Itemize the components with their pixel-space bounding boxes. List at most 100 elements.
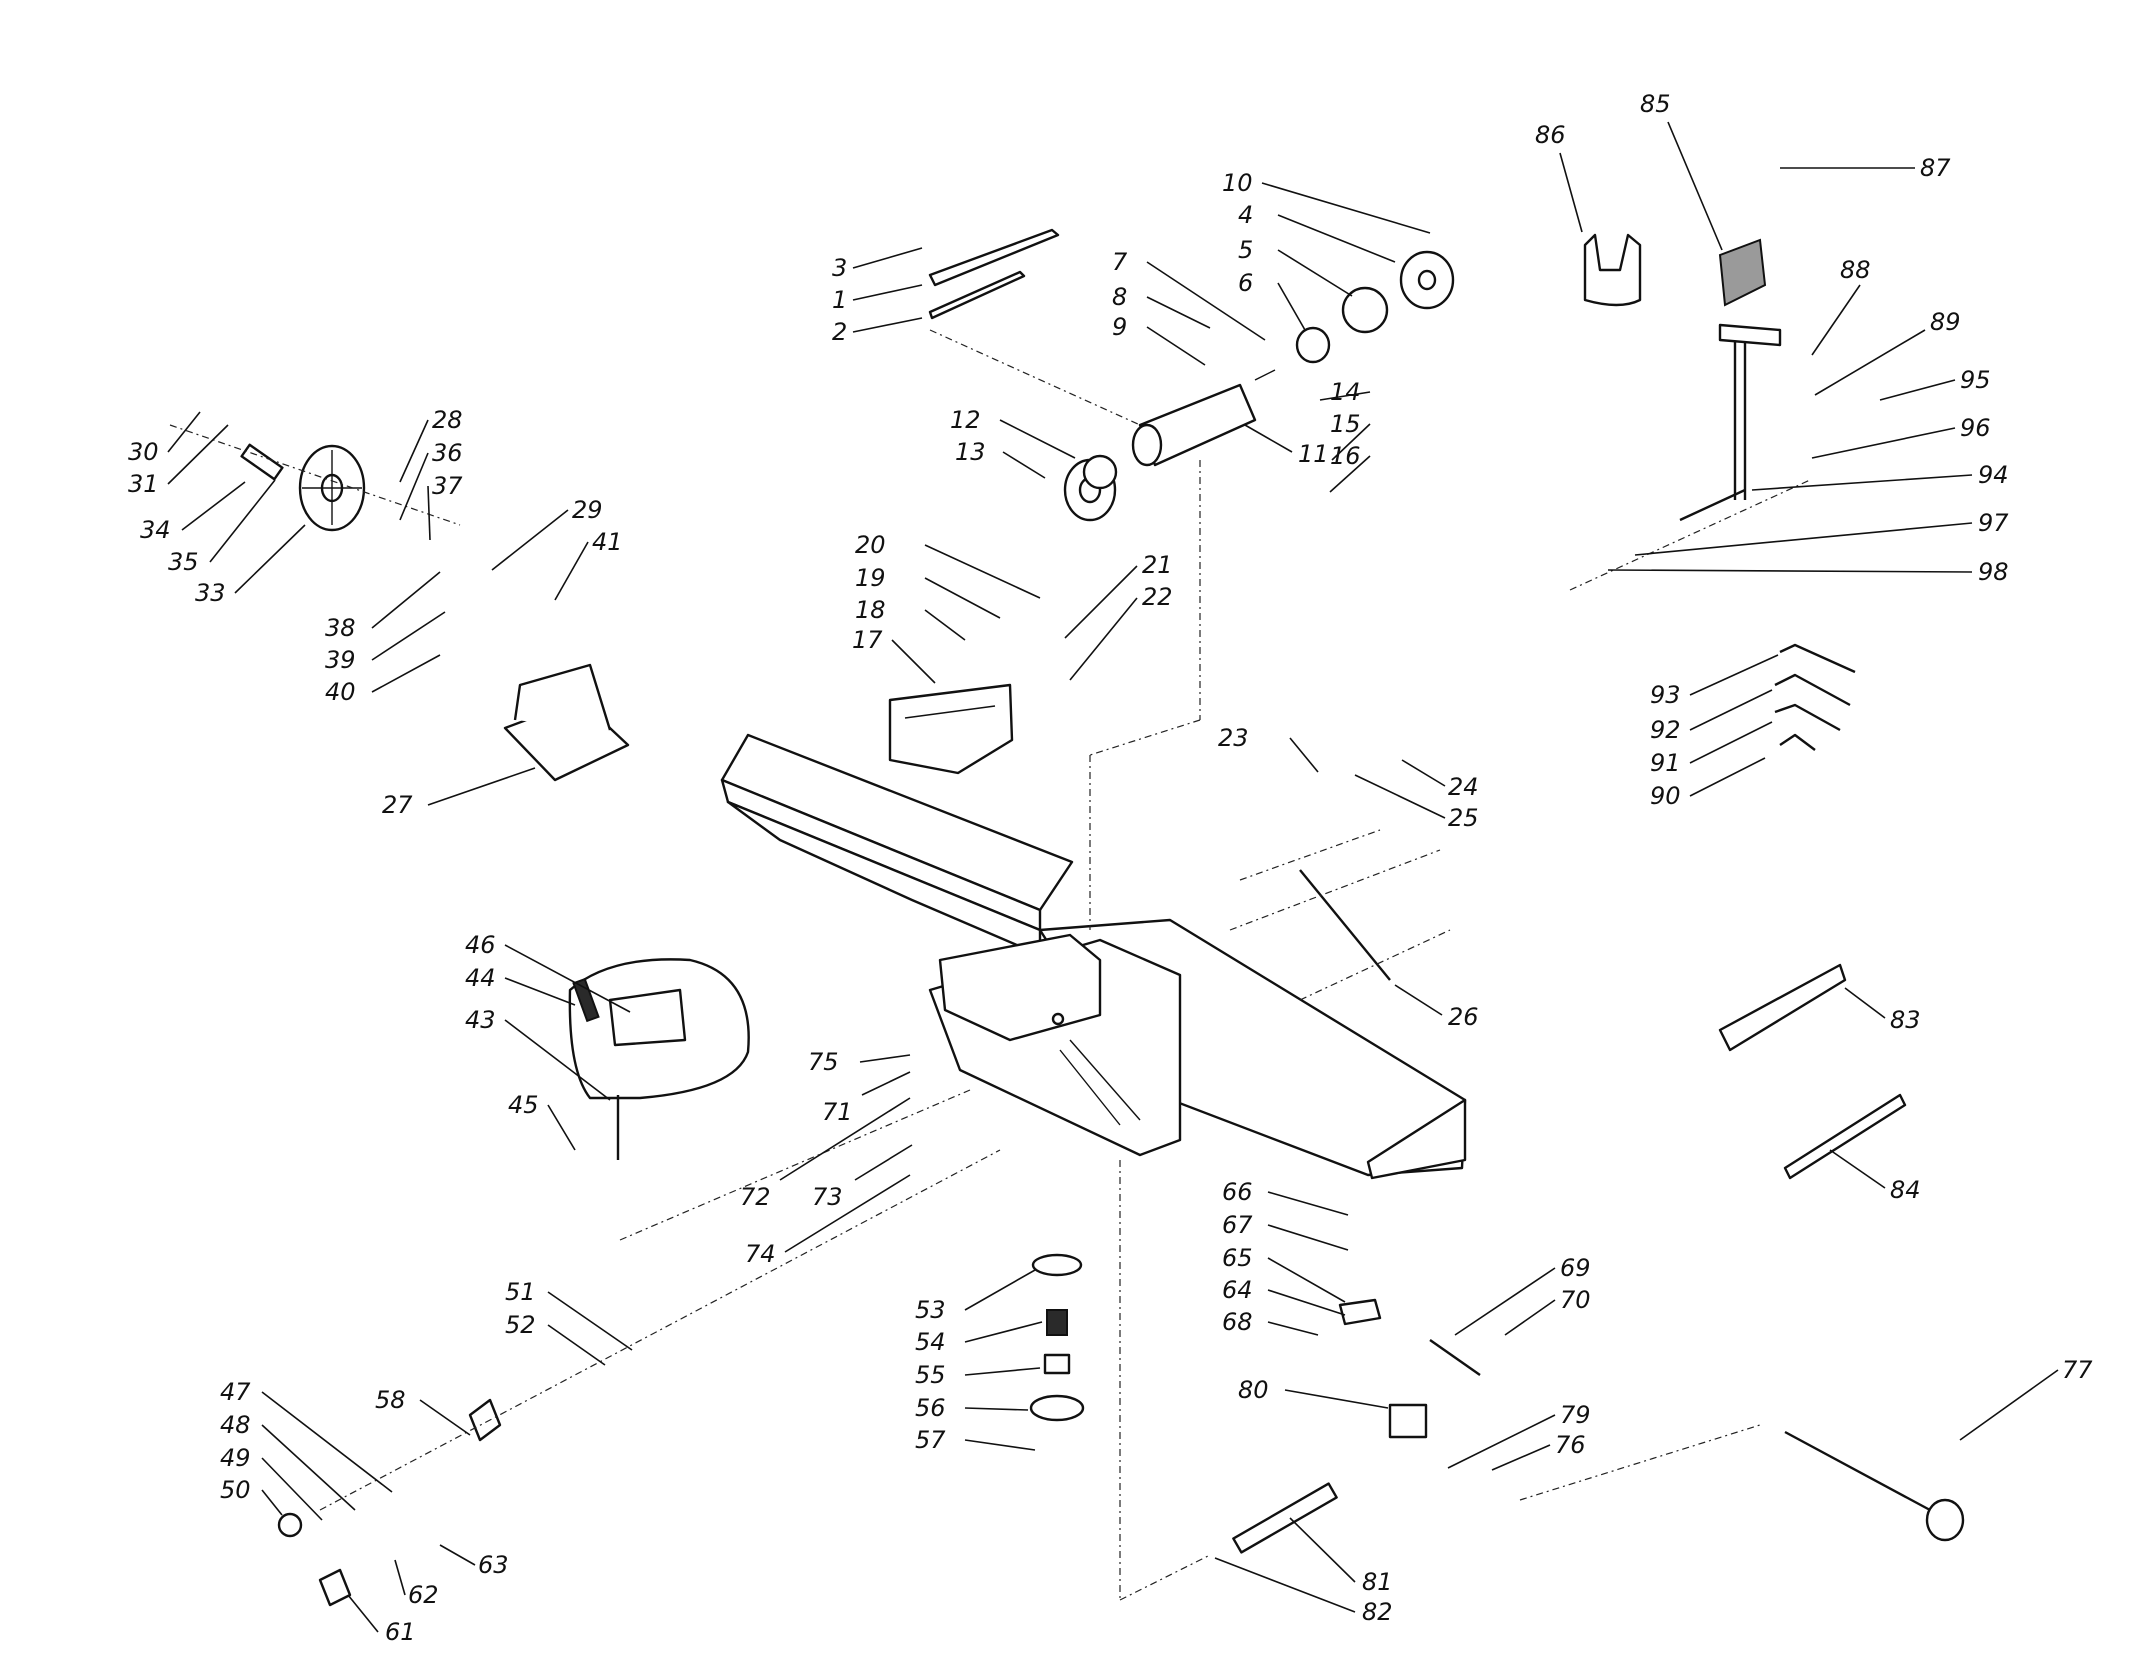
- label-13-text: 13: [955, 438, 986, 466]
- label-24: 24: [1401, 759, 1479, 801]
- label-47-text: 47: [220, 1378, 251, 1406]
- label-57-text: 57: [915, 1426, 946, 1454]
- label-45: 45: [508, 1091, 576, 1151]
- label-79: 79: [1447, 1401, 1591, 1469]
- label-7: 7: [1112, 248, 1266, 341]
- label-40-text: 40: [325, 678, 356, 706]
- label-92: 92: [1650, 689, 1773, 744]
- label-75-text: 75: [808, 1048, 839, 1076]
- label-81-text: 81: [1362, 1568, 1393, 1596]
- label-93-text: 93: [1650, 681, 1681, 709]
- label-27: 27: [382, 767, 536, 819]
- label-10: 10: [1222, 169, 1431, 234]
- label-72-text: 72: [740, 1183, 771, 1211]
- label-91: 91: [1650, 721, 1773, 777]
- label-5-text: 5: [1238, 236, 1253, 264]
- label-28: 28: [399, 406, 463, 483]
- label-84: 84: [1829, 1149, 1921, 1204]
- label-61: 61: [347, 1594, 416, 1646]
- label-94-text: 94: [1978, 461, 2009, 489]
- label-96: 96: [1811, 414, 1991, 459]
- label-39-text: 39: [325, 646, 356, 674]
- label-25-text: 25: [1448, 804, 1479, 832]
- label-12: 12: [950, 406, 1076, 459]
- label-43-text: 43: [465, 1006, 496, 1034]
- label-34-text: 34: [140, 516, 171, 544]
- label-51-text: 51: [505, 1278, 536, 1306]
- label-58: 58: [375, 1386, 471, 1436]
- label-34: 34: [140, 481, 246, 544]
- label-17-text: 17: [852, 626, 883, 654]
- label-22: 22: [1069, 583, 1173, 681]
- label-63: 63: [439, 1544, 509, 1579]
- label-48-text: 48: [220, 1411, 251, 1439]
- label-63-text: 63: [478, 1551, 509, 1579]
- label-3: 3: [832, 247, 923, 282]
- label-33: 33: [195, 524, 306, 607]
- label-61-text: 61: [385, 1618, 416, 1646]
- label-77-text: 77: [2062, 1356, 2093, 1384]
- label-35-text: 35: [168, 548, 199, 576]
- label-55: 55: [915, 1361, 1041, 1389]
- label-26: 26: [1394, 984, 1479, 1031]
- label-73-text: 73: [812, 1183, 843, 1211]
- label-5: 5: [1238, 236, 1353, 297]
- label-54: 54: [915, 1321, 1043, 1356]
- label-41: 41: [554, 528, 623, 601]
- label-52-text: 52: [505, 1311, 536, 1339]
- label-50-text: 50: [220, 1476, 251, 1504]
- label-86-text: 86: [1535, 121, 1566, 149]
- label-64: 64: [1222, 1276, 1346, 1316]
- label-38: 38: [325, 571, 441, 642]
- label-71-text: 71: [822, 1098, 853, 1126]
- label-77: 77: [1959, 1356, 2093, 1441]
- label-41-text: 41: [592, 528, 623, 556]
- label-84-text: 84: [1890, 1176, 1921, 1204]
- label-14-text: 14: [1330, 378, 1361, 406]
- label-9-text: 9: [1112, 313, 1127, 341]
- label-29-text: 29: [572, 496, 603, 524]
- label-40: 40: [325, 654, 441, 706]
- label-18: 18: [855, 596, 966, 641]
- label-36-text: 36: [432, 439, 463, 467]
- label-1-text: 1: [832, 286, 847, 314]
- label-67-text: 67: [1222, 1211, 1253, 1239]
- label-30: 30: [128, 411, 201, 466]
- label-89: 89: [1814, 308, 1961, 396]
- label-48: 48: [220, 1411, 356, 1511]
- label-65-text: 65: [1222, 1244, 1253, 1272]
- label-95: 95: [1879, 366, 1991, 401]
- label-75: 75: [808, 1048, 911, 1076]
- label-85: 85: [1640, 90, 1723, 251]
- label-37-text: 37: [432, 472, 463, 500]
- label-90: 90: [1650, 757, 1766, 810]
- label-56: 56: [915, 1394, 1029, 1422]
- label-11: 11: [1244, 424, 1329, 468]
- label-87: 87: [1780, 154, 1951, 182]
- label-70-text: 70: [1560, 1286, 1591, 1314]
- alignment-lines: [169, 329, 1811, 1601]
- label-6: 6: [1238, 269, 1306, 331]
- label-64-text: 64: [1222, 1276, 1253, 1304]
- label-7-text: 7: [1112, 248, 1128, 276]
- label-9: 9: [1112, 313, 1206, 366]
- label-76-text: 76: [1555, 1431, 1586, 1459]
- label-8: 8: [1112, 283, 1211, 329]
- label-67: 67: [1222, 1211, 1349, 1251]
- label-98: 98: [1607, 558, 2009, 586]
- label-33-text: 33: [195, 579, 226, 607]
- label-24-text: 24: [1448, 773, 1479, 801]
- label-35: 35: [168, 479, 276, 576]
- label-29: 29: [491, 496, 603, 571]
- label-73: 73: [812, 1144, 913, 1211]
- label-31: 31: [128, 424, 229, 498]
- label-2-text: 2: [832, 318, 847, 346]
- label-80: 80: [1238, 1376, 1389, 1409]
- label-89-text: 89: [1930, 308, 1961, 336]
- label-65: 65: [1222, 1244, 1346, 1303]
- label-85-text: 85: [1640, 90, 1671, 118]
- label-69: 69: [1454, 1254, 1591, 1336]
- label-55-text: 55: [915, 1361, 946, 1389]
- label-16: 16: [1329, 442, 1371, 493]
- label-12-text: 12: [950, 406, 981, 434]
